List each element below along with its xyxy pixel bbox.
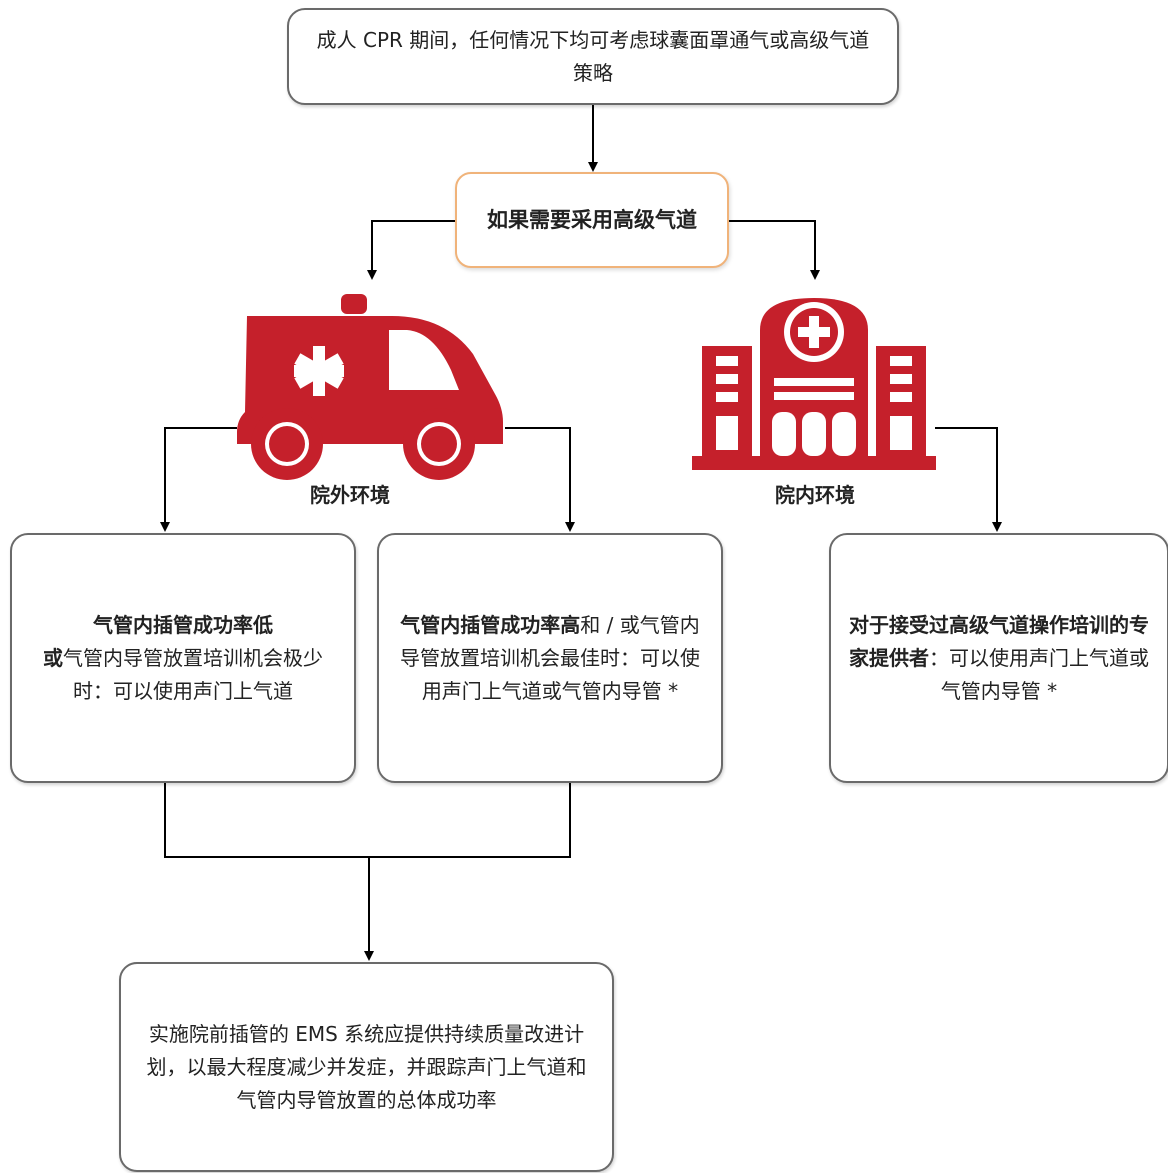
low-success-rest: 气管内导管放置培训机会极少时：可以使用声门上气道 (63, 645, 323, 703)
low-success-or: 或 (43, 645, 63, 670)
low-success-bold: 气管内插管成功率低 (93, 612, 273, 637)
expert-provider-box: 对于接受过高级气道操作培训的专家提供者：可以使用声门上气道或气管内导管 * (829, 533, 1168, 783)
arrow-in-to-expert (935, 427, 1002, 532)
merge-line (164, 783, 571, 858)
expert-provider-rest: ：可以使用声门上气道或气管内导管 * (929, 645, 1149, 703)
ems-quality-text: 实施院前插管的 EMS 系统应提供持续质量改进计划，以最大程度减少并发症，并跟踪… (146, 1021, 587, 1112)
low-success-text: 气管内插管成功率低或气管内导管放置培训机会极少时：可以使用声门上气道 (26, 609, 340, 708)
cpr-airway-text: 成人 CPR 期间，任何情况下均可考虑球囊面罩通气或高级气道策略 (316, 27, 870, 85)
advanced-airway-decision-box: 如果需要采用高级气道 (455, 172, 729, 268)
cpr-airway-box: 成人 CPR 期间，任何情况下均可考虑球囊面罩通气或高级气道策略 (287, 8, 899, 105)
expert-provider-text: 对于接受过高级气道操作培训的专家提供者：可以使用声门上气道或气管内导管 * (843, 609, 1155, 708)
hospital-icon (692, 298, 936, 470)
expert-provider-bold: 对于接受过高级气道操作培训的专家提供者 (849, 612, 1149, 670)
low-success-box: 气管内插管成功率低或气管内导管放置培训机会极少时：可以使用声门上气道 (10, 533, 356, 783)
arrow-out-to-low (160, 427, 237, 532)
arrow-decision-to-in (729, 220, 820, 280)
in-hospital-label: 院内环境 (775, 483, 855, 507)
ems-quality-box: 实施院前插管的 EMS 系统应提供持续质量改进计划，以最大程度减少并发症，并跟踪… (119, 962, 614, 1172)
high-success-bold: 气管内插管成功率高 (400, 612, 581, 637)
ambulance-icon (237, 294, 503, 480)
arrow-decision-to-out (367, 220, 455, 280)
high-success-rest: 和 / 或气管内导管放置培训机会最佳时：可以使用声门上气道或气管内导管 * (400, 612, 700, 703)
out-of-hospital-label: 院外环境 (310, 483, 390, 507)
high-success-text: 气管内插管成功率高和 / 或气管内导管放置培训机会最佳时：可以使用声门上气道或气… (393, 609, 707, 708)
arrow-out-to-high (505, 427, 575, 532)
advanced-airway-decision-text: 如果需要采用高级气道 (487, 207, 697, 232)
high-success-box: 气管内插管成功率高和 / 或气管内导管放置培训机会最佳时：可以使用声门上气道或气… (377, 533, 723, 783)
